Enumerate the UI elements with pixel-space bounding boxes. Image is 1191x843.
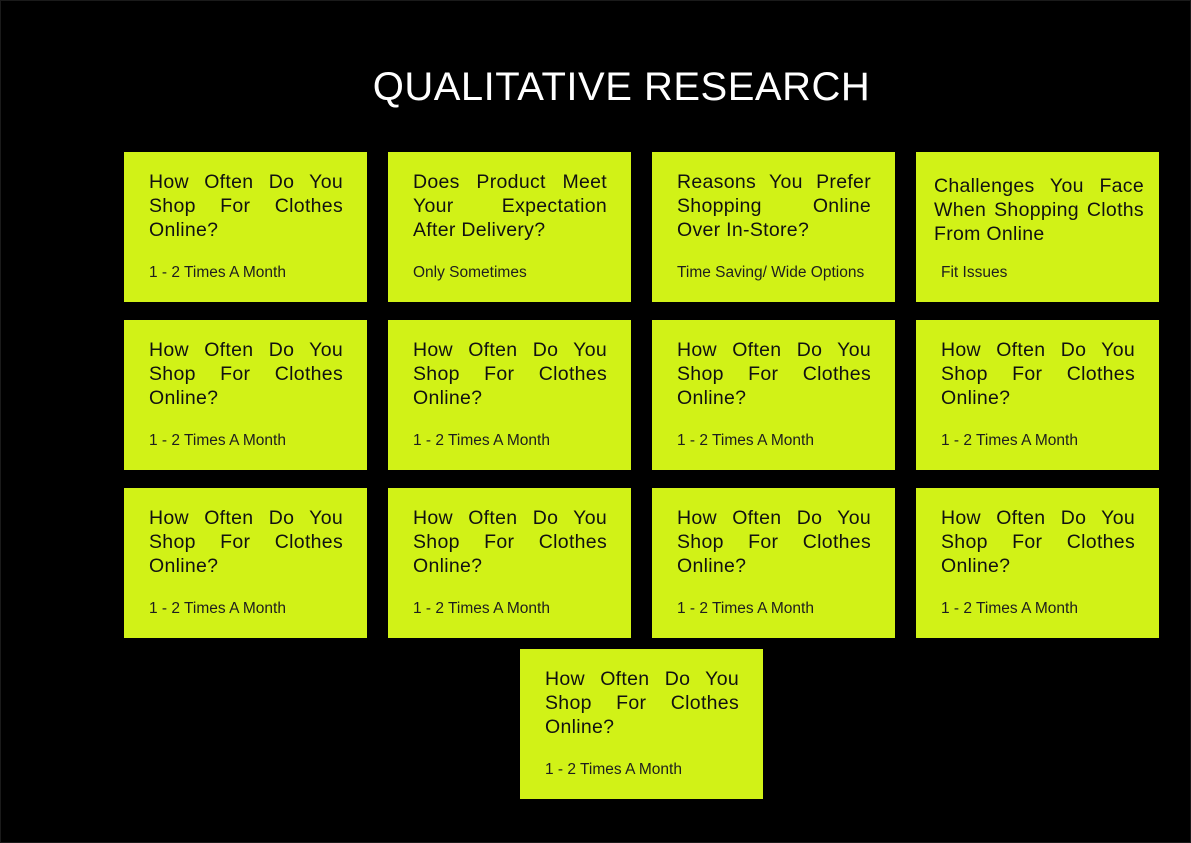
research-card: How Often Do You Shop For Clothes Online… xyxy=(916,320,1159,470)
card-question: How Often Do You Shop For Clothes Online… xyxy=(413,339,607,409)
research-card: How Often Do You Shop For Clothes Online… xyxy=(124,152,367,302)
research-card: How Often Do You Shop For Clothes Online… xyxy=(388,320,631,470)
card-answer: 1 - 2 Times A Month xyxy=(413,600,550,617)
card-question: How Often Do You Shop For Clothes Online… xyxy=(545,668,739,738)
research-card: Reasons You Prefer Shopping Online Over … xyxy=(652,152,895,302)
research-card: How Often Do You Shop For Clothes Online… xyxy=(388,488,631,638)
card-question: Reasons You Prefer Shopping Online Over … xyxy=(677,171,871,241)
card-question: How Often Do You Shop For Clothes Online… xyxy=(149,507,343,577)
research-card: How Often Do You Shop For Clothes Online… xyxy=(916,488,1159,638)
card-question: How Often Do You Shop For Clothes Online… xyxy=(413,507,607,577)
card-answer: 1 - 2 Times A Month xyxy=(545,761,682,778)
card-question: Does Product Meet Your Expectation After… xyxy=(413,171,607,241)
card-question: How Often Do You Shop For Clothes Online… xyxy=(941,507,1135,577)
page-title: QUALITATIVE RESEARCH xyxy=(372,65,871,109)
card-answer: 1 - 2 Times A Month xyxy=(941,600,1078,617)
card-answer: Fit Issues xyxy=(941,264,1008,281)
card-answer: 1 - 2 Times A Month xyxy=(677,600,814,617)
card-question: Challenges You Face When Shopping Cloths… xyxy=(934,175,1144,245)
research-card: Does Product Meet Your Expectation After… xyxy=(388,152,631,302)
research-card: How Often Do You Shop For Clothes Online… xyxy=(124,320,367,470)
card-answer: 1 - 2 Times A Month xyxy=(149,600,286,617)
card-answer: 1 - 2 Times A Month xyxy=(149,264,286,281)
card-question: How Often Do You Shop For Clothes Online… xyxy=(149,171,343,241)
card-answer: Only Sometimes xyxy=(413,264,527,281)
card-answer: 1 - 2 Times A Month xyxy=(677,432,814,449)
research-card: How Often Do You Shop For Clothes Online… xyxy=(124,488,367,638)
research-card: How Often Do You Shop For Clothes Online… xyxy=(520,649,763,799)
research-card: Challenges You Face When Shopping Cloths… xyxy=(916,152,1159,302)
card-question: How Often Do You Shop For Clothes Online… xyxy=(149,339,343,409)
research-card: How Often Do You Shop For Clothes Online… xyxy=(652,488,895,638)
card-answer: 1 - 2 Times A Month xyxy=(941,432,1078,449)
card-answer: 1 - 2 Times A Month xyxy=(413,432,550,449)
card-question: How Often Do You Shop For Clothes Online… xyxy=(941,339,1135,409)
card-question: How Often Do You Shop For Clothes Online… xyxy=(677,507,871,577)
card-question: How Often Do You Shop For Clothes Online… xyxy=(677,339,871,409)
card-answer: Time Saving/ Wide Options xyxy=(677,264,865,281)
research-card: How Often Do You Shop For Clothes Online… xyxy=(652,320,895,470)
card-answer: 1 - 2 Times A Month xyxy=(149,432,286,449)
